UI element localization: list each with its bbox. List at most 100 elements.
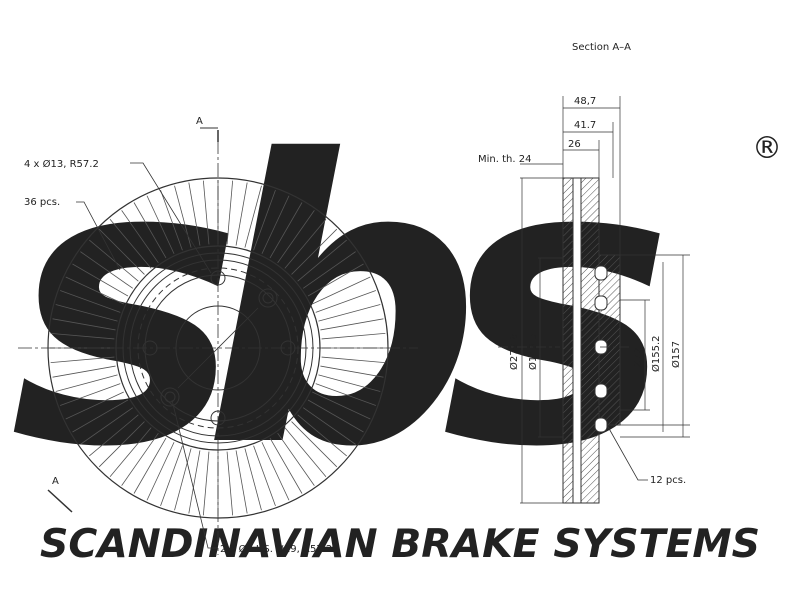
cooling-holes-leader (606, 424, 648, 481)
vane-line (320, 318, 384, 331)
vane-line (89, 239, 139, 282)
vane-line (307, 399, 364, 433)
vane-line (307, 263, 364, 297)
vane-line (80, 407, 134, 445)
vane-line (302, 251, 356, 289)
section-line-bottom (47, 489, 73, 513)
vane-line (50, 332, 115, 340)
width-hat-label: 41.7 (574, 120, 596, 131)
vane-line (318, 374, 381, 392)
diam-inner-ring-label: Ø143.5 (527, 334, 539, 371)
cooling-hole (594, 265, 608, 281)
vane-line (253, 445, 276, 507)
vane-line (253, 189, 276, 251)
vane-line (277, 210, 315, 264)
vane-line (315, 290, 377, 313)
vane-line (261, 195, 290, 254)
vane-line (318, 304, 381, 322)
vane-line (291, 228, 338, 275)
vane-line (133, 437, 167, 494)
diam-center-label: Ø72 (632, 347, 644, 368)
vane-line (98, 421, 145, 468)
vane-line (174, 185, 192, 248)
diam-hat-outer-label: Ø157 (670, 341, 682, 368)
vane-line (302, 407, 356, 445)
vane-line (297, 414, 347, 457)
screw-hole-counterbore (160, 387, 180, 407)
vane-line (244, 185, 262, 248)
registered-mark: ® (752, 131, 782, 166)
vane-line (284, 427, 327, 477)
vane-line (121, 210, 159, 264)
vane-line (235, 450, 248, 514)
vane-line (80, 251, 134, 289)
vane-line (52, 318, 116, 331)
vane-line (174, 448, 192, 511)
vane-line (321, 356, 386, 364)
vane-line (244, 448, 262, 511)
vane-line (72, 263, 129, 297)
vane-line (109, 427, 152, 477)
screw-hole (164, 391, 176, 403)
vane-line (50, 356, 115, 364)
vane-line (89, 414, 139, 457)
vane-line (52, 365, 116, 378)
cooling-hole (594, 417, 608, 433)
vane-line (55, 304, 118, 322)
vanes-leader (76, 201, 121, 271)
vane-line (121, 432, 159, 486)
vane-line (284, 219, 327, 269)
cooling-hole (594, 383, 608, 399)
vane-line (277, 432, 315, 486)
diam-outer-label: Ø279.8 (508, 334, 520, 371)
vane-line (261, 442, 290, 501)
vane-line (202, 180, 210, 245)
front-view (18, 127, 418, 555)
vane-line (160, 189, 183, 251)
vane-line (109, 219, 152, 269)
vane-line (202, 451, 210, 516)
screw-holes-label: 2 x Ø9 US. Ø19, R57.2 (220, 543, 332, 555)
vane-line (269, 202, 303, 259)
vane-line (315, 383, 377, 406)
cooling-hole (594, 295, 608, 311)
section-marker-bottom: A (52, 476, 59, 487)
diam-hat-label: Ø155.2 (650, 336, 662, 373)
bolt-holes-label: 4 x Ø13, R57.2 (24, 158, 99, 170)
vanes-label: 36 pcs. (24, 197, 60, 208)
vane-line (55, 374, 118, 392)
vane-line (98, 228, 145, 275)
vane-line (297, 239, 347, 282)
vane-line (133, 202, 167, 259)
bolt-holes-leader (130, 162, 212, 274)
vane-line (72, 399, 129, 433)
screw-hole-counterbore (258, 288, 278, 308)
vane-line (235, 182, 248, 246)
vane-line (146, 195, 175, 254)
vane-line (59, 290, 121, 313)
vent-channel (572, 177, 582, 504)
vane-line (65, 276, 124, 305)
width-disc-label: 26 (568, 139, 581, 150)
vane-line (291, 421, 338, 468)
vane-line (188, 450, 201, 514)
vane-line (312, 276, 371, 305)
cooling-vanes (50, 180, 386, 516)
footer-brand-text: SCANDINAVIAN BRAKE SYSTEMS (40, 522, 760, 567)
vane-line (226, 451, 234, 516)
cooling-holes-label: 12 pcs. (650, 475, 686, 486)
vane-line (320, 365, 384, 378)
vane-line (188, 182, 201, 246)
screw-holes-leader (171, 399, 218, 549)
vane-line (59, 383, 121, 406)
section-view (498, 96, 690, 504)
vane-line (226, 180, 234, 245)
diagonal-line (177, 307, 259, 389)
min-thickness-label: Min. th. 24 (478, 154, 531, 165)
vane-line (160, 445, 183, 507)
section-title: Section A–A (572, 42, 631, 53)
vane-line (269, 437, 303, 494)
vane-line (312, 391, 371, 420)
section-marker-top: A (196, 116, 203, 127)
